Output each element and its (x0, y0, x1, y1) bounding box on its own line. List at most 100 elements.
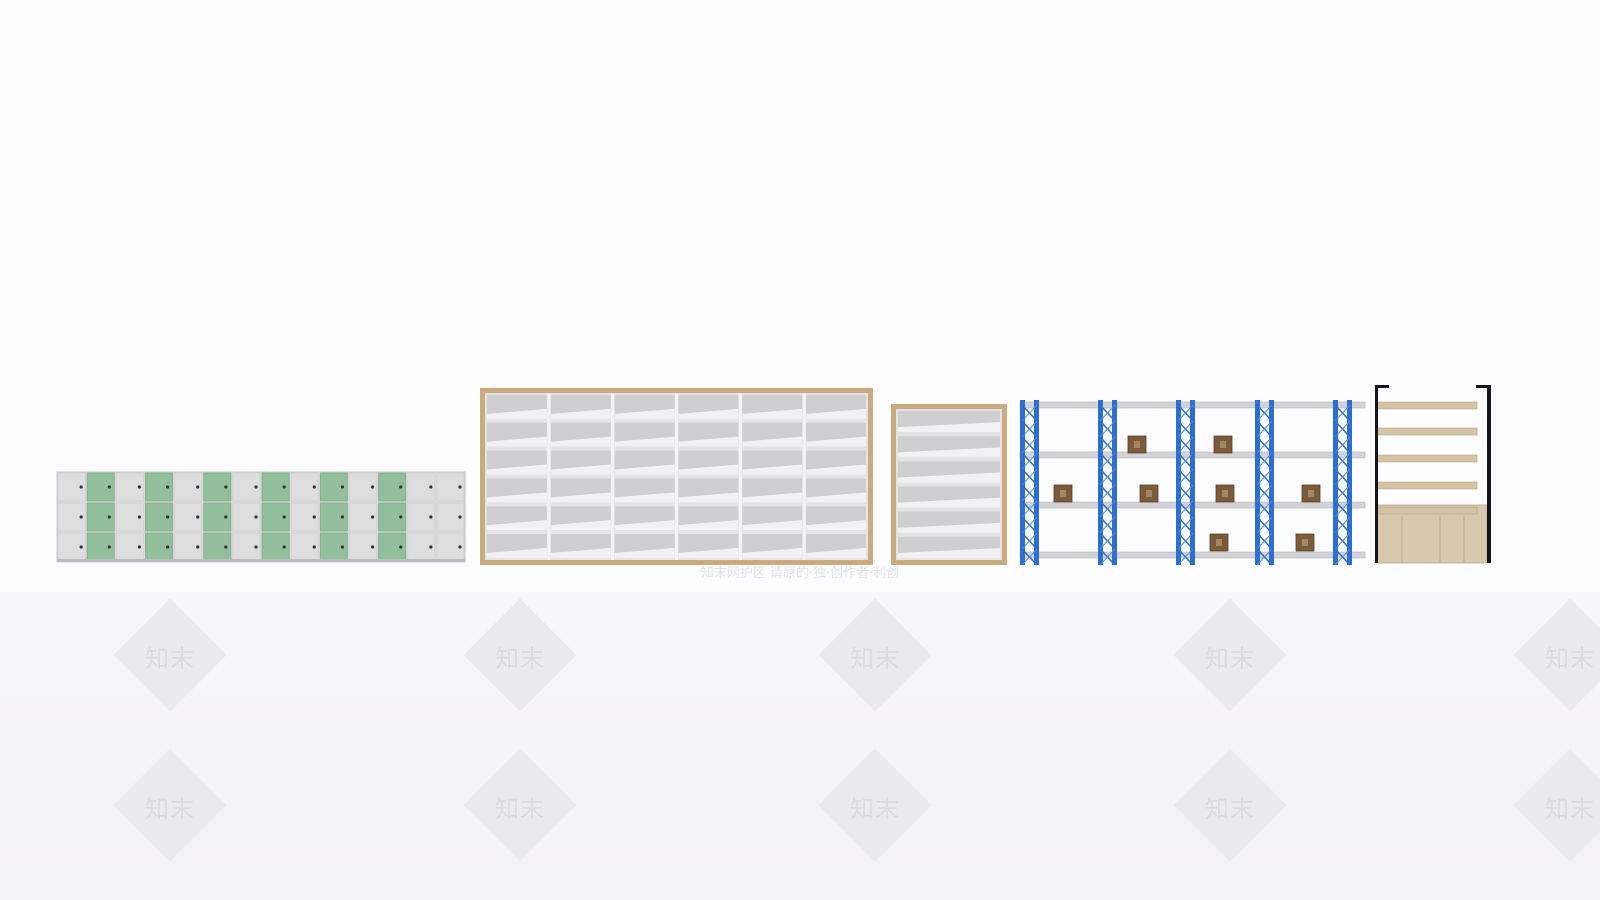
locker-lock (340, 545, 345, 549)
rack-brace (1099, 404, 1116, 422)
rack-brace (1256, 468, 1273, 486)
rack-brace (1021, 484, 1038, 502)
rack-brace (1099, 436, 1116, 454)
rack-brace (1099, 452, 1116, 470)
rack-brace (1099, 500, 1116, 518)
wall-bookshelf-large-divider (738, 393, 742, 560)
rack-upright (1347, 400, 1352, 565)
locker-lock (137, 485, 142, 489)
rack-brace (1256, 436, 1273, 454)
locker-lock (370, 515, 375, 519)
rack-brace (1021, 500, 1038, 518)
rack-brace (1334, 404, 1351, 422)
wall-bookshelf-large-shelf-board (678, 436, 739, 447)
box-label (1146, 490, 1152, 497)
locker-lock (165, 485, 170, 489)
display-shelf-board (1376, 401, 1478, 410)
locker-lock (107, 485, 111, 489)
wall-bookshelf-large-shelf-board (806, 408, 866, 419)
locker-lock (312, 545, 316, 549)
display-shelf-board (1376, 427, 1478, 436)
wall-bookshelf-large-shelf-board (487, 408, 547, 419)
locker-door (290, 472, 319, 502)
display-shelf-board (1376, 481, 1478, 490)
locker-door (115, 472, 144, 502)
locker-lock (196, 485, 200, 489)
floor (0, 592, 1600, 900)
locker-base (57, 559, 465, 562)
wall-bookshelf-large-shelf-board (742, 520, 803, 531)
rack-brace (1099, 548, 1116, 566)
wall-bookshelf-large-shelf-board (806, 464, 866, 475)
rack-brace (1177, 548, 1194, 566)
locker-door (378, 502, 407, 532)
locker-cabinet (56, 471, 466, 563)
watermark-text: 知末 (495, 795, 545, 823)
box-label (1134, 441, 1140, 448)
locker-lock (370, 545, 375, 549)
box-label (1060, 490, 1066, 497)
locker-lock (429, 545, 433, 549)
watermark-text: 知末 (850, 645, 900, 673)
wall-bookshelf-large-shelf-board (550, 464, 611, 475)
wall-bookshelf-large-shelf-board (487, 464, 547, 475)
box-label (1216, 539, 1222, 546)
rack-brace (1177, 468, 1194, 486)
watermark-text: 知末 (1545, 645, 1595, 673)
wall-bookshelf-small (891, 404, 1007, 565)
rack-upright (1190, 400, 1195, 565)
locker-lock (399, 515, 403, 519)
wall-bookshelf-large-shelf-board (806, 436, 866, 447)
wall-bookshelf-large-shelf-board (614, 492, 675, 503)
rack-brace (1334, 452, 1351, 470)
locker-lock (254, 515, 258, 519)
wall-bookshelf-large-shelf-board (742, 408, 803, 419)
wall-bookshelf-large (480, 388, 873, 565)
locker-lock (399, 485, 403, 489)
locker-lock (165, 545, 170, 549)
rack-brace (1334, 484, 1351, 502)
wall-bookshelf-large-shelf-board (550, 436, 611, 447)
locker-lock (370, 485, 375, 489)
rack-upright (1112, 400, 1117, 565)
locker-lock (79, 545, 83, 549)
locker-lock (458, 485, 462, 489)
rack-upright (1269, 400, 1274, 565)
rack-brace (1256, 548, 1273, 566)
locker-lock (107, 515, 111, 519)
wall-bookshelf-large-shelf-board (742, 548, 803, 558)
rack-brace (1177, 452, 1194, 470)
wall-bookshelf-large-shelf-board (550, 520, 611, 531)
wall-bookshelf-large-shelf-board (614, 436, 675, 447)
wall-bookshelf-large-divider (611, 393, 615, 560)
rack-upright (1098, 400, 1103, 565)
wall-bookshelf-large-shelf-board (678, 408, 739, 419)
rack-brace (1334, 500, 1351, 518)
locker-lock (312, 515, 316, 519)
rack-brace (1177, 420, 1194, 438)
wall-bookshelf-large-divider (547, 393, 551, 560)
display-shelf-board (1376, 454, 1478, 463)
display-cabinet-base (1376, 504, 1488, 564)
locker-lock (137, 515, 142, 519)
rack-brace (1334, 468, 1351, 486)
locker-lock (254, 545, 258, 549)
locker-lock (79, 515, 83, 519)
rack-brace (1334, 436, 1351, 454)
rack-brace (1099, 532, 1116, 550)
wall-bookshelf-large-shelf-board (487, 492, 547, 503)
locker-lock (282, 515, 286, 519)
watermark-text: 知末 (1545, 795, 1595, 823)
rack-brace (1256, 500, 1273, 518)
rack-upright (1020, 400, 1025, 565)
wall-bookshelf-small-shelf-board (898, 522, 1000, 533)
rack-brace (1334, 516, 1351, 534)
wall-bookshelf-large-shelf-board (806, 520, 866, 531)
locker-lock (340, 515, 345, 519)
wall-bookshelf-large-shelf-board (742, 464, 803, 475)
rack-brace (1021, 468, 1038, 486)
wall-bookshelf-large-shelf-board (550, 492, 611, 503)
rack-brace (1256, 532, 1273, 550)
